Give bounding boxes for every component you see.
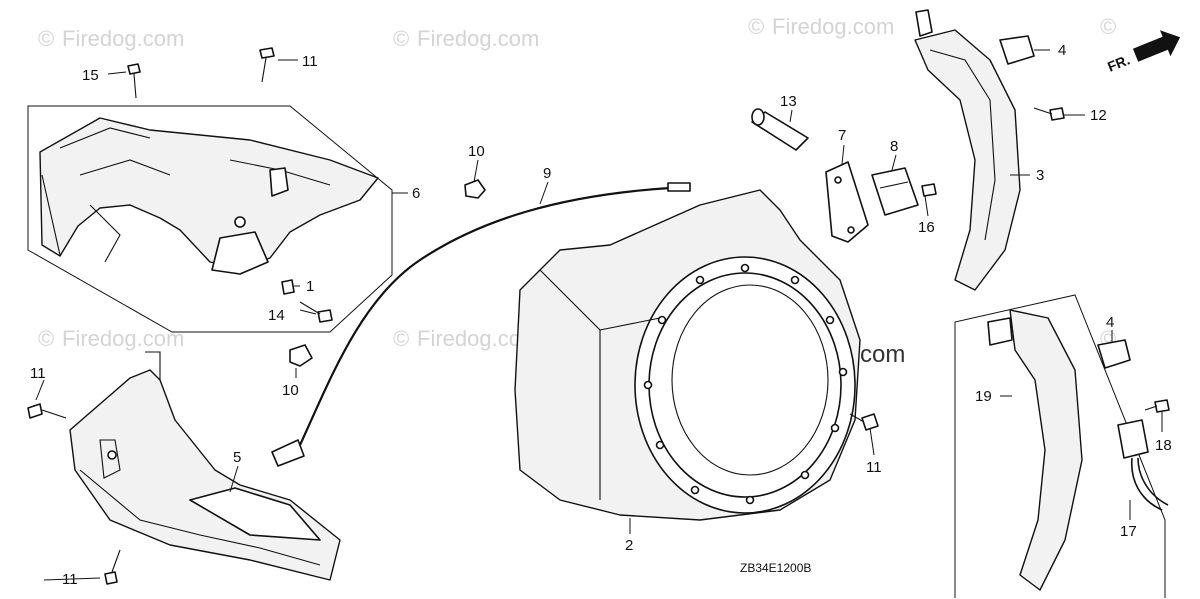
callout-17: 17 [1120,523,1137,540]
part-9-cable [271,182,691,467]
callout-8: 8 [890,138,898,155]
part-6-group-frame [27,105,393,333]
part-13-tube [751,108,809,151]
callout-5: 5 [233,449,241,466]
part-4-clip-upper [999,35,1035,65]
bolt-icon [27,47,1170,585]
watermark-copyright: © [38,326,54,351]
callout-4-upper: 4 [1058,42,1066,59]
direction-label: FR. [1105,51,1132,74]
part-17-sensor [1117,419,1169,511]
lower-right-group-frame [954,294,1166,598]
callout-10-upper: 10 [468,143,485,160]
callout-15: 15 [82,67,99,84]
part-3-guard-plate [914,9,1021,291]
callout-9: 9 [543,165,551,182]
callout-labels: 15 11 6 1 14 11 11 5 10 9 10 2 11 13 7 8… [30,42,1172,588]
callout-14: 14 [268,307,285,324]
part-10-clip-upper [464,179,486,199]
part-2-fan-housing [514,189,861,521]
watermark-lower-left: Firedog.com [62,326,184,351]
part-5-lower-shroud [69,351,341,581]
callout-10-lower: 10 [282,382,299,399]
part-7-plate [825,161,869,243]
callout-11-right: 11 [866,459,882,476]
watermark-top-right: Firedog.com [772,14,894,39]
callout-6: 6 [412,185,420,202]
callout-18: 18 [1155,437,1172,454]
part-4-clip-lower [1097,339,1131,369]
callout-13: 13 [780,93,797,110]
watermark-copyright: © [1100,14,1116,39]
callout-19: 19 [975,388,992,405]
leader-lines [35,49,1163,581]
watermark-copyright: © [393,326,409,351]
callout-11-bottom: 11 [62,571,78,588]
watermark-top-left: Firedog.com [62,26,184,51]
watermark-copyright: © [38,26,54,51]
callout-12: 12 [1090,107,1107,124]
part-10-clip-lower [289,344,313,367]
callout-11-top: 11 [302,53,318,70]
watermark-copyright: © [748,14,764,39]
part-19-guard-plate [987,309,1083,591]
front-direction-arrow-icon: FR. [1105,30,1181,75]
watermark-copyright: © [393,26,409,51]
part-8-bracket [871,167,919,216]
callout-2: 2 [625,537,633,554]
part-6-upper-shroud [39,117,379,275]
callout-4-lower: 4 [1106,314,1114,331]
callout-16: 16 [918,219,935,236]
callout-7: 7 [838,127,846,144]
callout-11-left: 11 [30,365,46,382]
callout-3: 3 [1036,167,1044,184]
housing-bolt-holes [643,263,848,505]
diagram-code: ZB34E1200B [740,561,811,575]
watermark-top-mid: Firedog.com [417,26,539,51]
callout-1: 1 [306,278,314,295]
